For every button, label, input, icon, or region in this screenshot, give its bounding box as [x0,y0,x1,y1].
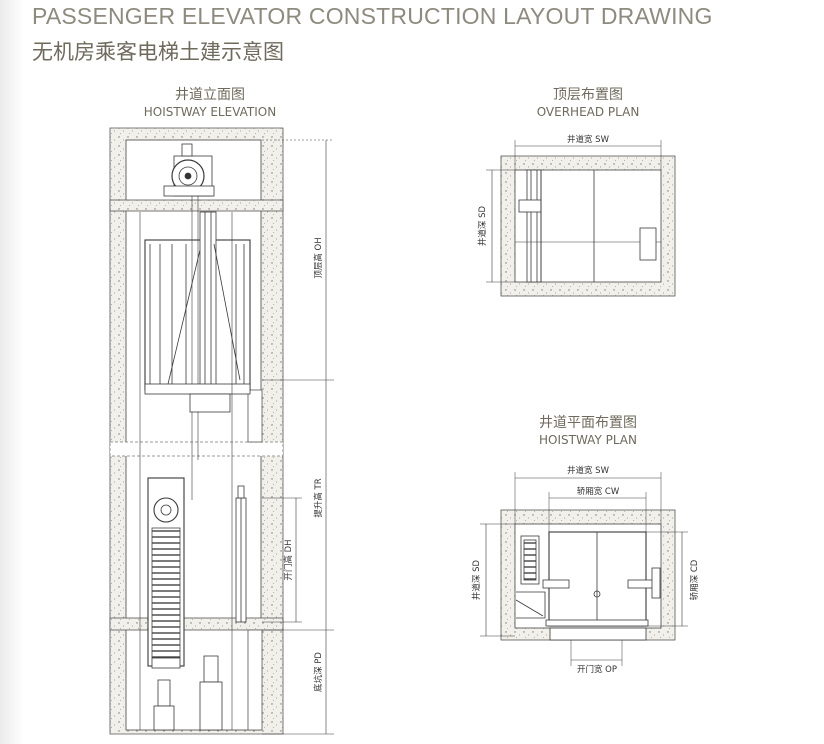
elevation-oh-label: 顶层高 OH [313,237,324,278]
elevation-caption: 井道立面图 HOISTWAY ELEVATION [110,84,310,119]
overhead-caption: 顶层布置图 OVERHEAD PLAN [488,84,688,119]
overhead-sd-label: 井道深 SD [477,205,488,246]
elevation-tr-label: 提升高 TR [313,478,324,517]
hoistway-plan-caption-en: HOISTWAY PLAN [539,433,637,447]
plan-sw-label: 井道宽 SW [567,465,610,476]
hoistway-plan-drawing [480,472,688,666]
elevation-pd-label: 底坑深 PD [313,652,324,692]
overhead-caption-en: OVERHEAD PLAN [536,105,640,119]
page-edge-shade [0,0,24,744]
elevation-dh-label: 开门高 DH [283,539,294,580]
overhead-sw-label: 井道宽 SW [567,134,610,145]
title-english: PASSENGER ELEVATOR CONSTRUCTION LAYOUT D… [32,3,713,29]
overhead-plan-drawing [486,140,676,297]
plan-op-label: 开门宽 OP [577,664,617,675]
hoistway-plan-caption-cn: 井道平面布置图 [539,415,637,431]
elevation-caption-cn: 井道立面图 [175,87,245,103]
plan-sd-label: 井道深 SD [471,559,482,600]
hoistway-plan-caption: 井道平面布置图 HOISTWAY PLAN [488,412,688,447]
title-chinese: 无机房乘客电梯土建示意图 [32,40,284,64]
elevation-caption-en: HOISTWAY ELEVATION [143,105,277,119]
hoistway-elevation-drawing [109,127,334,735]
plan-cd-label: 轿厢深 CD [689,559,700,600]
overhead-caption-cn: 顶层布置图 [553,87,623,103]
plan-cw-label: 轿厢宽 CW [577,486,620,497]
